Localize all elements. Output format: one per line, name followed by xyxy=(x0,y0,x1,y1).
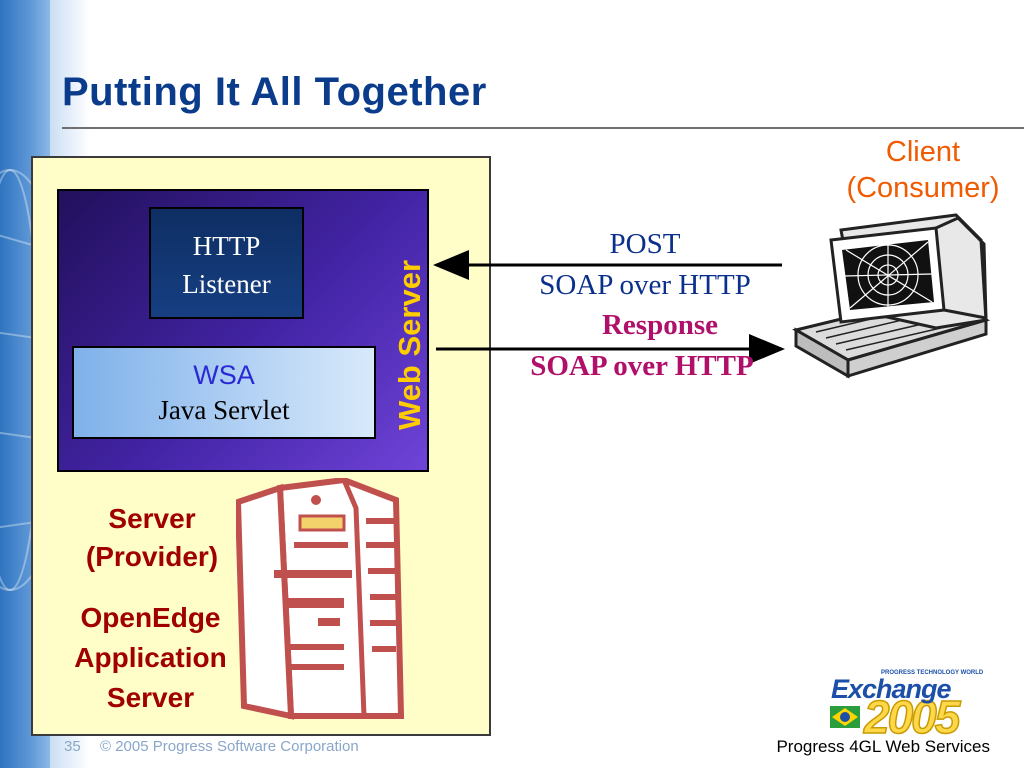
brazil-flag-icon xyxy=(830,706,860,728)
wsa-subtitle: Java Servlet xyxy=(158,395,290,425)
request-body: SOAP over HTTP xyxy=(539,269,751,301)
logo-year: 2005 xyxy=(863,690,961,744)
message-arrows xyxy=(433,250,785,364)
server-label-line1: Server xyxy=(108,503,196,534)
slide-title: Putting It All Together xyxy=(62,70,487,114)
wsa-title: WSA xyxy=(193,360,255,390)
logo-tagline: PROGRESS TECHNOLOGY WORLD xyxy=(881,670,984,676)
response-verb: Response xyxy=(601,309,718,341)
server-tower-icon xyxy=(236,478,405,720)
http-listener-line1: HTTP xyxy=(192,231,261,261)
openedge-line2: Application xyxy=(74,642,227,673)
server-label-line2: (Provider) xyxy=(85,541,219,572)
openedge-line3: Server xyxy=(106,682,195,713)
web-server-label: Web Server xyxy=(390,250,430,440)
computer-icon xyxy=(792,213,991,379)
footer-title: Progress 4GL Web Services xyxy=(776,737,990,756)
request-verb: POST xyxy=(609,228,681,260)
exchange-logo: PROGRESS TECHNOLOGY WORLD 2005 Exchange xyxy=(828,668,996,744)
web-server-label-text: Web Server xyxy=(392,259,427,431)
http-listener-box: HTTP Listener xyxy=(149,207,304,319)
wsa-box: WSA Java Servlet xyxy=(72,346,376,439)
title-divider xyxy=(62,127,1024,129)
client-label-line1: Client xyxy=(885,136,961,168)
openedge-line1: OpenEdge xyxy=(80,602,221,633)
http-listener-line2: Listener xyxy=(182,269,271,299)
response-body: SOAP over HTTP xyxy=(530,350,754,382)
client-label: Client (Consumer) xyxy=(820,134,1024,206)
openedge-label: OpenEdge Application Server xyxy=(48,598,253,718)
copyright: © 2005 Progress Software Corporation xyxy=(100,738,359,755)
server-label: Server (Provider) xyxy=(52,500,252,576)
logo-word: Exchange xyxy=(831,674,952,704)
slide-number: 35 xyxy=(64,738,81,755)
client-label-line2: (Consumer) xyxy=(846,172,1000,204)
